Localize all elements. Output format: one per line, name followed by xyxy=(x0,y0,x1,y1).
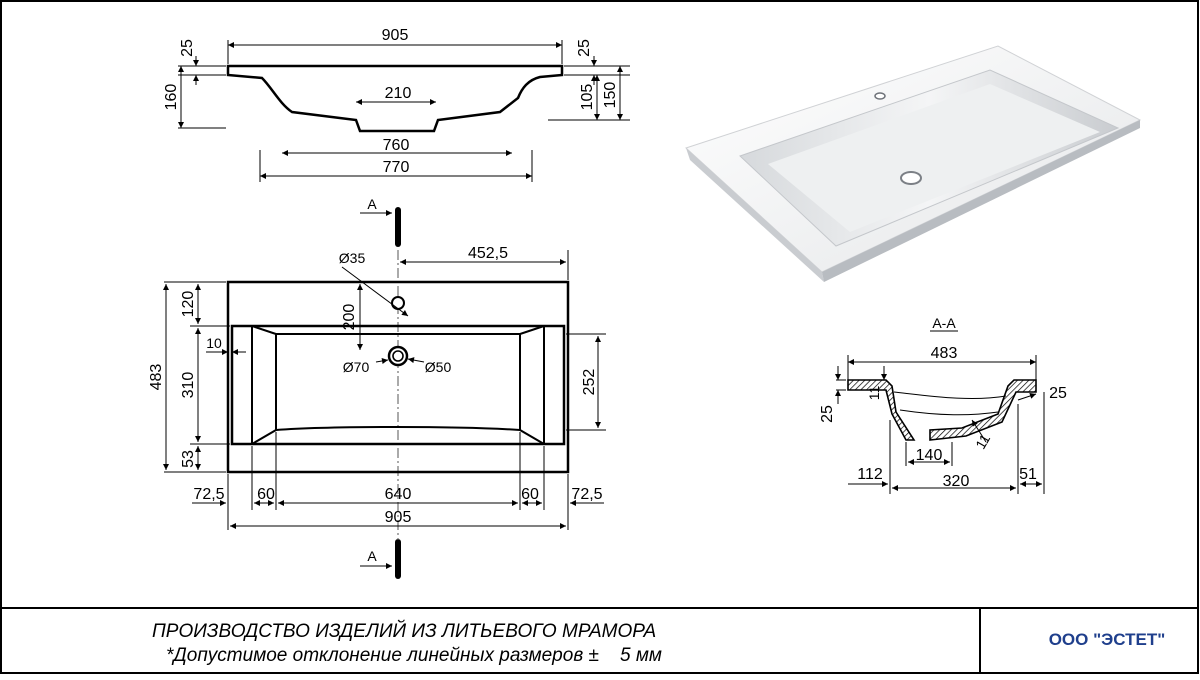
dim-bottom-3: 60 xyxy=(521,486,539,503)
dim-section-bottom-1: 320 xyxy=(943,473,970,490)
tap-hole xyxy=(391,296,405,310)
dim-bottom-1: 60 xyxy=(257,486,275,503)
section-view: А-А 483 25 11 25 11 140 xyxy=(819,315,1067,494)
dim-side-770: 770 xyxy=(383,159,410,176)
dim-plan-depth: 483 xyxy=(148,364,165,391)
dim-section-rim-left: 11 xyxy=(866,386,882,401)
dim-side-drain: 210 xyxy=(385,85,412,102)
dim-plan-width: 905 xyxy=(385,509,412,526)
dim-bowl-length: 310 xyxy=(180,372,197,399)
dim-drain-outer: Ø70 xyxy=(343,359,370,375)
dim-hole-offset-back: 200 xyxy=(341,304,358,331)
dim-side-760: 760 xyxy=(383,137,410,154)
dim-section-drain: 140 xyxy=(916,447,943,464)
dim-back-margin: 120 xyxy=(180,291,197,318)
section-label-bottom: A xyxy=(367,548,377,564)
dim-bowl-depth-right: 252 xyxy=(581,369,598,396)
side-view: 905 25 160 25 105 150 210 760 770 xyxy=(163,27,630,182)
product-render xyxy=(685,45,1142,282)
dim-bottom-2: 640 xyxy=(385,486,412,503)
section-right-wall xyxy=(929,379,1037,441)
footer-title: ПРОИЗВОДСТВО ИЗДЕЛИЙ ИЗ ЛИТЬЕВОГО МРАМОР… xyxy=(152,620,656,642)
dim-bottom-0: 72,5 xyxy=(193,486,224,503)
dim-section-bottom-0: 112 xyxy=(857,466,883,483)
dim-drain-inner: Ø50 xyxy=(425,359,452,375)
title-block: ПРОИЗВОДСТВО ИЗДЕЛИЙ ИЗ ЛИТЬЕВОГО МРАМОР… xyxy=(152,620,1165,666)
dim-tap-hole: Ø35 xyxy=(339,250,366,266)
side-profile xyxy=(226,64,564,133)
dim-section-wall: 11 xyxy=(972,431,993,452)
dim-side-depth-right: 150 xyxy=(602,82,619,109)
dim-front-margin: 53 xyxy=(180,450,197,468)
dim-side-top-right: 25 xyxy=(576,39,593,57)
dim-section-width: 483 xyxy=(931,345,958,362)
render-drain xyxy=(900,171,922,185)
dim-section-height: 25 xyxy=(819,405,836,423)
dim-hole-offset-right: 452,5 xyxy=(468,245,508,262)
dim-side-width: 905 xyxy=(382,27,409,44)
company-name: ООО "ЭСТЕТ" xyxy=(1049,630,1166,649)
dim-side-top-left: 25 xyxy=(179,39,196,57)
dim-bottom-4: 72,5 xyxy=(571,486,602,503)
plan-outline xyxy=(226,280,570,474)
plan-view: A A Ø35 Ø70 Ø50 452,5 200 xyxy=(148,196,606,579)
plan-bowl-outer xyxy=(230,324,566,446)
section-title: А-А xyxy=(932,315,956,331)
dim-side-wall: 10 xyxy=(206,335,222,351)
footer-tolerance-note: *Допустимое отклонение линейных размеров… xyxy=(166,645,662,666)
section-left-wall xyxy=(847,379,916,441)
render-tap-hole xyxy=(874,92,886,100)
dim-side-bowl-depth: 105 xyxy=(579,84,596,111)
dim-side-height: 160 xyxy=(163,84,180,111)
dim-section-rim-right: 25 xyxy=(1049,385,1067,402)
section-label-top: A xyxy=(367,196,377,212)
dim-section-bottom-2: 51 xyxy=(1019,466,1037,483)
